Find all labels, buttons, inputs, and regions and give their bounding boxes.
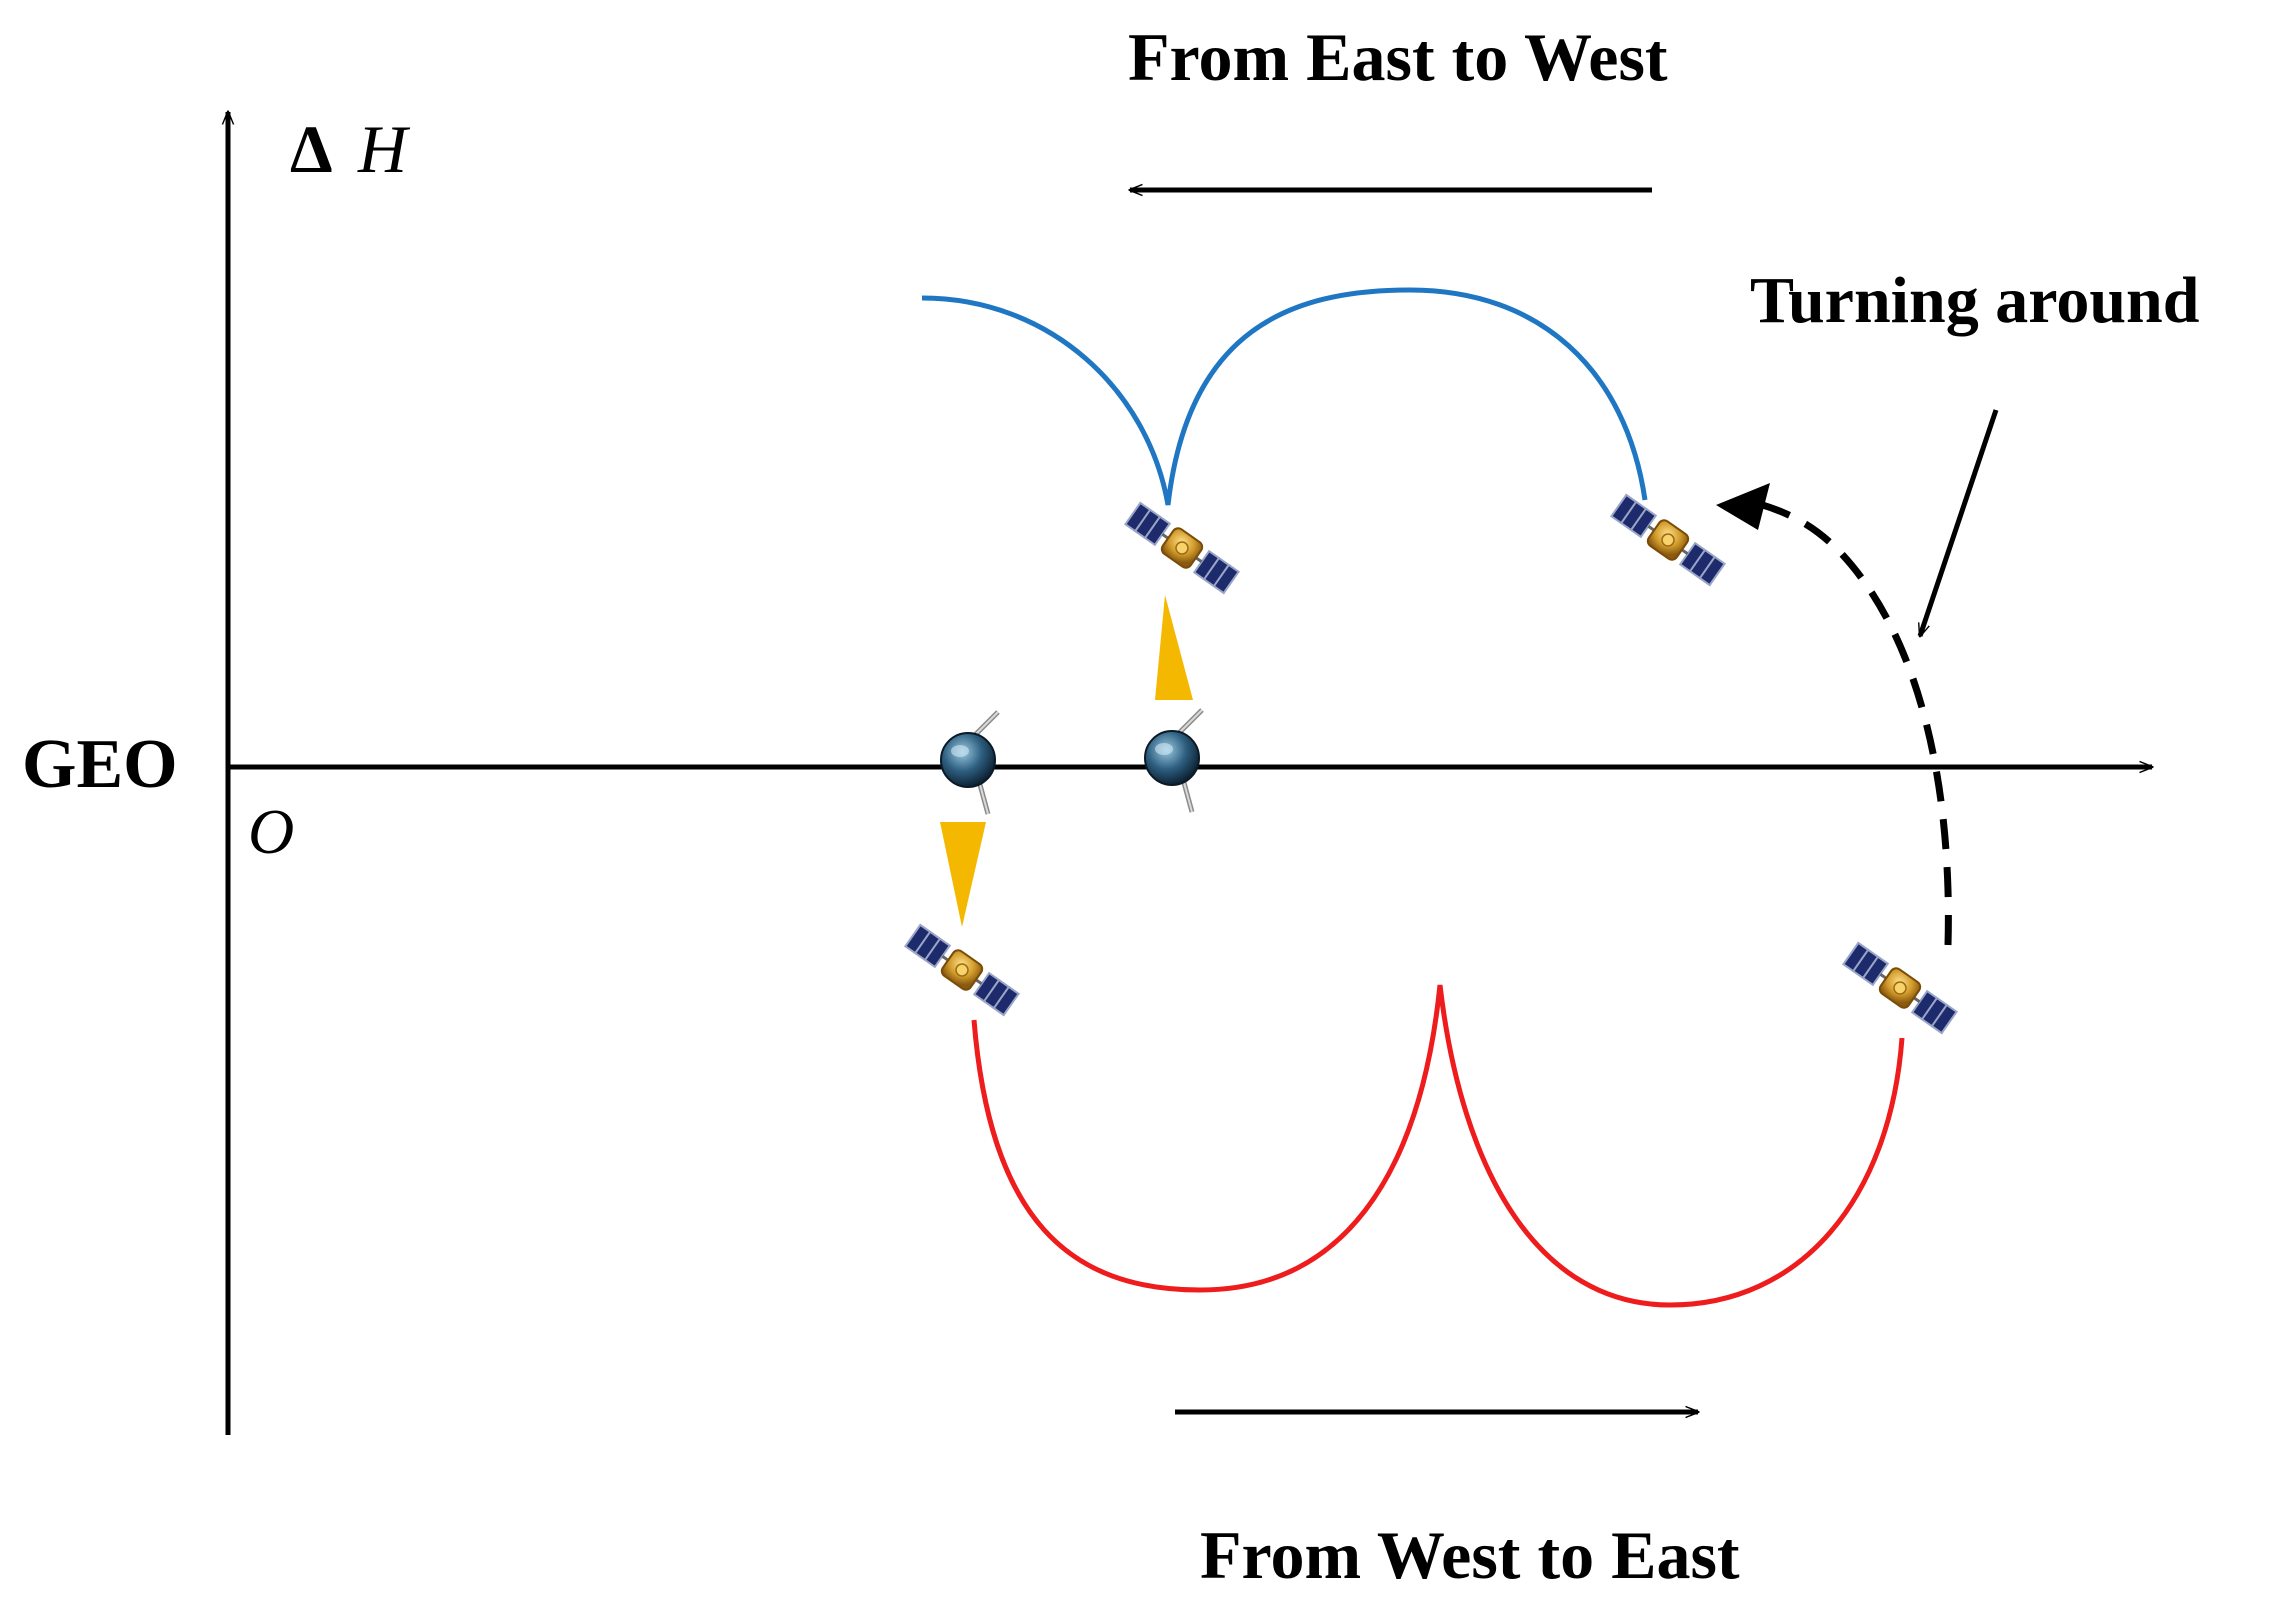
satellite-icon <box>1608 491 1728 589</box>
top-direction-label: From East to West <box>1128 19 1668 95</box>
turning-label: Turning around <box>1750 264 2199 337</box>
geo-label: GEO <box>22 726 178 803</box>
observation-beam-lower <box>940 822 986 927</box>
origin-label: O <box>248 796 294 867</box>
y-axis-var-label: H <box>357 111 411 187</box>
lower-trajectory <box>971 984 1905 1308</box>
turning-around-path <box>1751 498 1952 946</box>
bottom-direction-label: From West to East <box>1200 1517 1740 1593</box>
observation-beam-upper <box>1155 595 1193 700</box>
turning-pointer-arrow <box>1917 409 1999 636</box>
turning-around-arrowhead <box>1716 483 1770 530</box>
satellite-icon <box>1840 939 1960 1037</box>
satellite-icon <box>1122 499 1242 597</box>
y-axis-delta-label: Δ <box>290 111 333 187</box>
geo-satellite-icon <box>941 712 998 814</box>
upper-trajectory <box>921 287 1648 506</box>
satellite-icon <box>902 921 1022 1019</box>
geo-satellite-icon <box>1145 710 1202 812</box>
